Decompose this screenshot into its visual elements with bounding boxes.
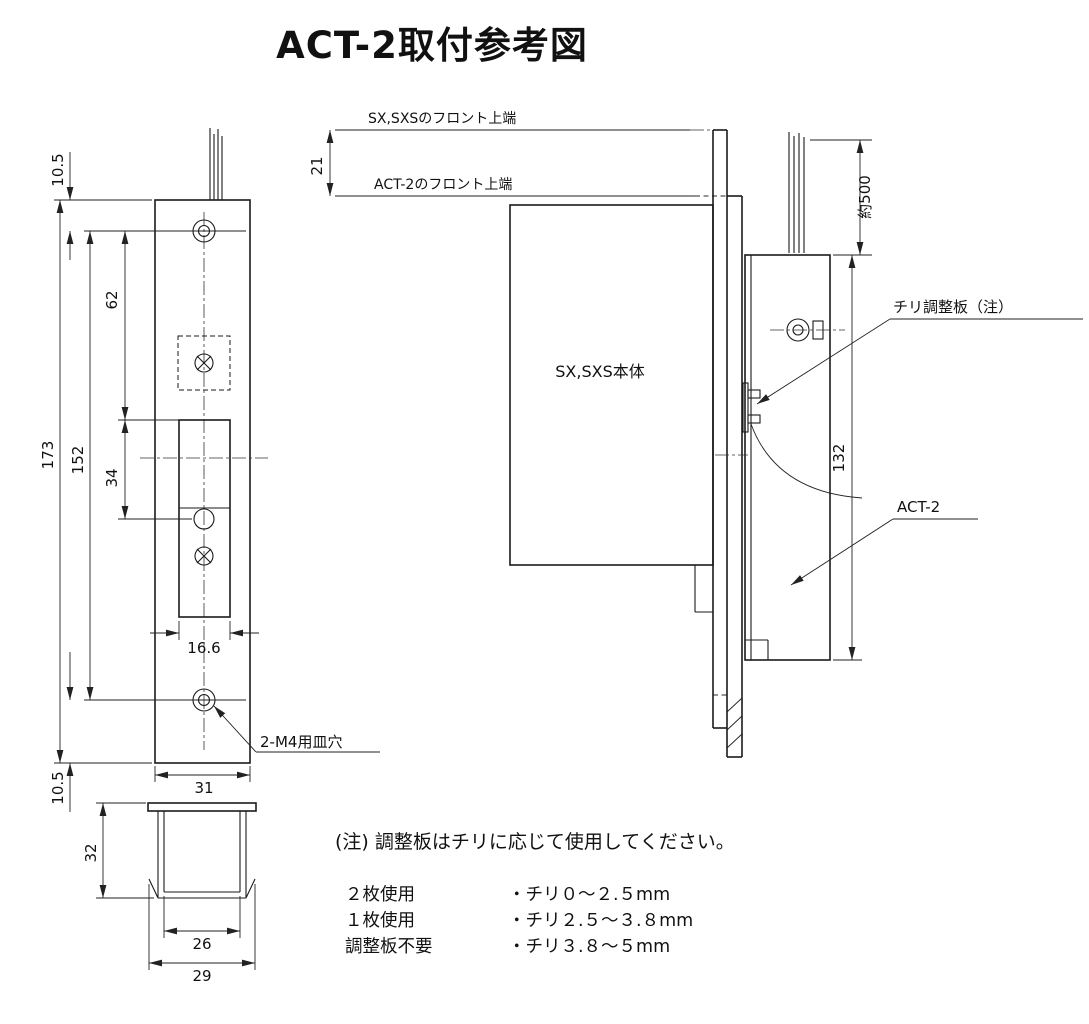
note-row-range: ・チリ０～２.５mm — [508, 885, 670, 905]
latch-opening — [178, 419, 231, 618]
sx-body-outline — [509, 204, 714, 566]
note-row-usage: ２枚使用 — [345, 884, 415, 905]
sx-body-step — [694, 565, 713, 613]
lower-screw-symbol — [194, 546, 214, 566]
note-row-range: ・チリ３.８～５mm — [508, 937, 670, 957]
shim-plate-label: チリ調整板（注） — [893, 298, 1013, 316]
act2-leader — [790, 518, 894, 586]
swing-arc — [750, 423, 863, 499]
side-view: SX,SXSのフロント上端 ACT-2のフロント上端 21 SX,SXS本体 — [308, 111, 1083, 758]
front-view — [140, 128, 268, 764]
upper-screw-symbol — [194, 353, 214, 373]
dim-hole-to-latch: 62 — [103, 290, 121, 309]
notes-block: (注) 調整板はチリに応じて使用してください。 ２枚使用 ・チリ０～２.５mm … — [335, 831, 735, 957]
adjuster-dashed-outline — [177, 335, 231, 391]
act2-front-top-label: ACT-2のフロント上端 — [374, 177, 512, 193]
cable-wires-side — [788, 132, 805, 253]
dim-cable-length: 約500 — [856, 175, 874, 219]
dim-latch-offset: 34 — [103, 468, 121, 487]
dim-section-outer-width: 29 — [192, 967, 211, 985]
dim-front-offset: 21 — [308, 156, 326, 175]
strike-plate-outline — [154, 199, 251, 764]
shim-leader — [756, 318, 891, 405]
section-box — [148, 811, 256, 899]
faceplate-hatch — [726, 697, 743, 749]
extension-lines-section — [96, 802, 256, 970]
extension-lines-front — [54, 199, 251, 782]
front-view-dimensions: 173 152 62 34 10.5 10.5 16.6 31 2-M4用皿穴 — [39, 152, 380, 812]
note-row-usage: １枚使用 — [345, 910, 415, 931]
dim-act2-height: 132 — [830, 444, 848, 473]
dim-top-offset: 10.5 — [49, 153, 67, 186]
note-row-usage: 調整板不要 — [345, 937, 433, 957]
section-view: 32 26 29 — [82, 802, 257, 985]
cable-wires-front — [209, 128, 223, 200]
dim-hole-span: 152 — [69, 446, 87, 475]
countersunk-leader — [213, 705, 257, 753]
act2-bottom-notch — [745, 639, 769, 660]
sx-front-top-label: SX,SXSのフロント上端 — [368, 111, 516, 127]
section-flange — [147, 802, 257, 812]
act2-body-outline — [744, 254, 831, 661]
countersunk-label: 2-M4用皿穴 — [260, 733, 342, 751]
note-row-range: ・チリ２.５～３.８mm — [508, 911, 693, 931]
dim-bottom-offset: 10.5 — [49, 771, 67, 804]
sx-body-label: SX,SXS本体 — [555, 362, 644, 381]
dim-overall-height: 173 — [39, 441, 57, 470]
dim-plate-width: 31 — [194, 779, 213, 797]
page-title: ACT-2取付参考図 — [276, 24, 588, 67]
faceplates — [712, 129, 743, 758]
dim-latch-width: 16.6 — [187, 639, 220, 657]
dim-section-inner-width: 26 — [192, 935, 211, 953]
shim-plate-detail — [742, 382, 761, 433]
act2-label: ACT-2 — [897, 498, 940, 516]
note-heading: (注) 調整板はチリに応じて使用してください。 — [335, 831, 735, 853]
latch-pin-hole — [193, 508, 215, 530]
dim-section-depth: 32 — [82, 843, 100, 862]
